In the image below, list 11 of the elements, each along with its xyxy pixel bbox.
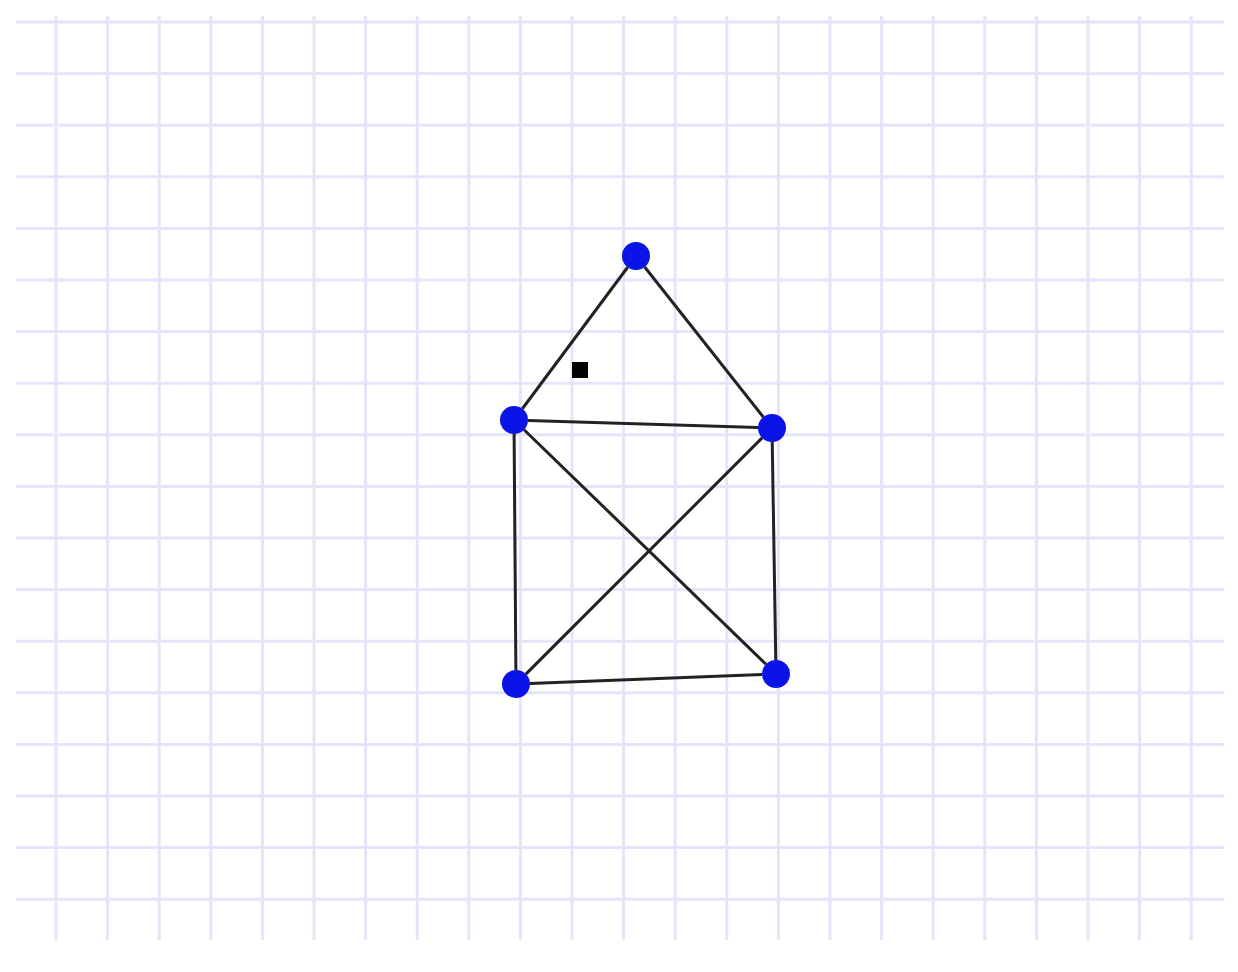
- edge-line: [643, 266, 765, 418]
- edge-line: [527, 418, 759, 430]
- vertex-dot: [502, 670, 530, 698]
- vertex-dot: [500, 406, 528, 434]
- edge-line: [512, 434, 518, 670]
- edge-line: [521, 266, 629, 410]
- edge-line: [770, 441, 778, 661]
- vertex-dot: [758, 414, 786, 442]
- vertex-dot: [622, 242, 650, 270]
- vertex-dot: [762, 660, 790, 688]
- edge-line: [529, 673, 763, 685]
